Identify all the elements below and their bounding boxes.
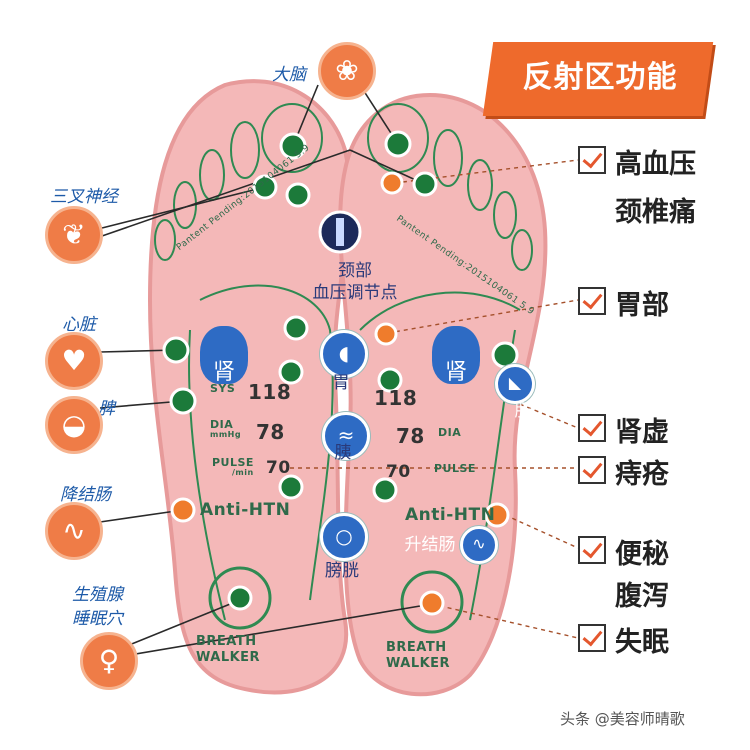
brand-line2-left: WALKER <box>196 650 261 665</box>
checkbox-icon <box>578 287 606 315</box>
benefit-constipation: 便秘 <box>615 539 669 570</box>
stomach-icon: ◖ <box>320 330 368 378</box>
checkbox-icon <box>578 624 606 652</box>
benefit-stomach: 胃部 <box>615 290 669 321</box>
spleen-icon: ◒ <box>45 396 103 454</box>
label-neck-line2: 血压调节点 <box>312 283 398 303</box>
pulse-value: 70 <box>266 458 291 478</box>
anti-htn-left: Anti-HTN <box>200 500 291 520</box>
colon-icon: ∿ <box>460 526 498 564</box>
mmhg-label: mmHg <box>210 430 242 439</box>
benefit-kidney: 肾虚 <box>615 417 669 448</box>
checkbox-icon <box>578 536 606 564</box>
label-descending-colon: 降结肠 <box>60 485 111 505</box>
brand-line2-right: WALKER <box>386 656 451 671</box>
intestine-icon: ∿ <box>45 502 103 560</box>
checkbox-icon <box>578 146 606 174</box>
sys-label: SYS <box>210 382 236 395</box>
label-neck-line1: 颈部 <box>338 261 372 281</box>
benefit-diarrhea: 腹泻 <box>615 581 669 612</box>
label-ascending-colon: 升结肠 <box>404 535 456 555</box>
checkbox-icon <box>578 414 606 442</box>
kidney-left-icon: 肾 <box>200 326 248 385</box>
label-sleep-point: 睡眠穴 <box>72 609 123 629</box>
bladder-icon: ○ <box>320 513 368 561</box>
benefit-neck-pain: 颈椎痛 <box>615 197 696 228</box>
dia-label: DIA <box>210 418 234 431</box>
sys-value-right: 118 <box>374 386 418 410</box>
brand-line1-right: BREATH <box>386 640 447 655</box>
benefit-hypertension: 高血压 <box>615 149 696 180</box>
label-stomach: 胃 <box>332 373 350 393</box>
label-bladder: 膀胱 <box>325 561 359 581</box>
label-liver: 肝 <box>514 401 532 421</box>
benefit-insomnia: 失眠 <box>615 627 669 658</box>
brain-icon: ❀ <box>318 42 376 100</box>
pulse-label: PULSE <box>212 456 254 469</box>
dia-label-right: DIA <box>438 426 462 439</box>
dia-value: 78 <box>256 420 285 444</box>
label-heart: 心脏 <box>62 315 96 335</box>
label-spleen: 脾 <box>98 399 115 419</box>
kidney-right-icon: 肾 <box>432 326 480 385</box>
label-neck: 颈部 血压调节点 <box>290 260 420 304</box>
benefit-hemorrhoids: 痔疮 <box>615 459 669 490</box>
reflex-points <box>162 130 519 611</box>
uterus-icon: ♀ <box>80 632 138 690</box>
heart-icon: ♥ <box>45 332 103 390</box>
per-min-label: /min <box>232 468 254 477</box>
label-gonad: 生殖腺 <box>72 585 123 605</box>
label-trigeminal: 三叉神经 <box>50 187 118 207</box>
page-title: 反射区功能 <box>522 60 678 95</box>
pulse-value-right: 70 <box>386 462 411 482</box>
pulse-label-right: PULSE <box>434 462 476 475</box>
sys-value: 118 <box>248 380 292 404</box>
pancreas-icon: ≈ <box>322 412 370 460</box>
dia-value-right: 78 <box>396 424 425 448</box>
nerve-icon: ❦ <box>45 206 103 264</box>
brand-line1-left: BREATH <box>196 634 257 649</box>
checkbox-icon <box>578 456 606 484</box>
watermark: 头条 @美容师晴歌 <box>560 710 685 728</box>
liver-icon: ◣ <box>495 364 535 404</box>
label-brain: 大脑 <box>272 65 306 85</box>
anti-htn-right: Anti-HTN <box>405 505 496 525</box>
label-pancreas: 胰 <box>334 443 352 463</box>
